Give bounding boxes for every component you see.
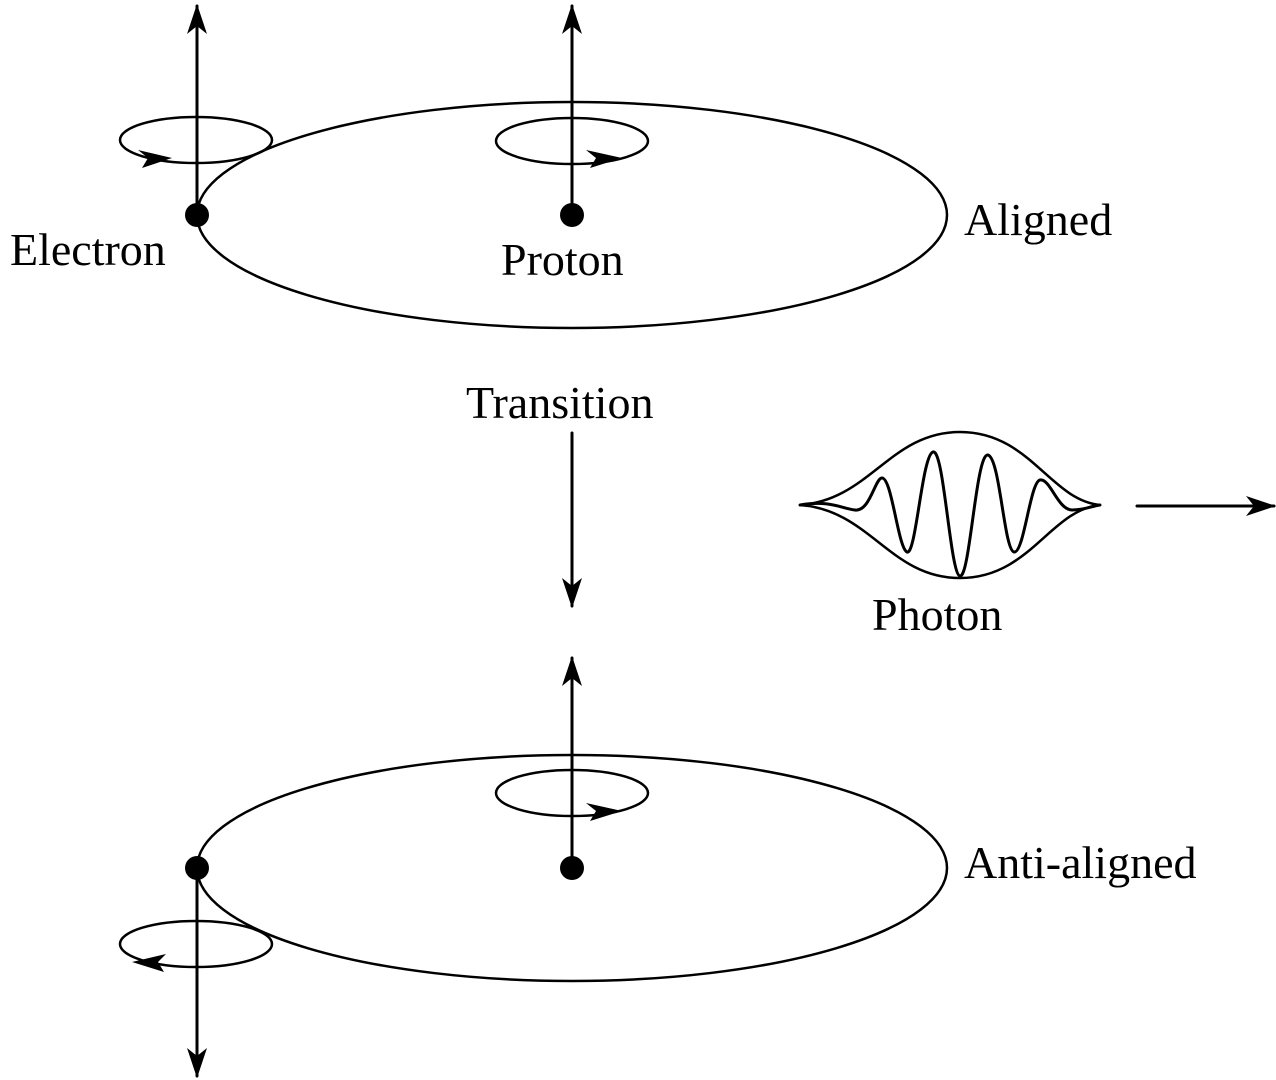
aligned-state: Electron Proton Aligned [10,4,1112,330]
proton-dot-bottom [560,856,584,880]
photon-envelope-lower [799,503,1101,580]
photon-group: Photon [798,430,1276,640]
transition-group: Transition [466,377,653,608]
proton-label: Proton [501,234,624,285]
electron-rotation-arrowhead-bottom [132,954,166,972]
electron-dot [185,203,209,227]
electron-rotation-loop [118,115,274,165]
transition-label: Transition [466,377,653,428]
proton-rotation-loop [494,116,650,166]
photon-envelope-upper [799,430,1101,507]
photon-label: Photon [872,589,1002,640]
anti-aligned-state: Anti-aligned [118,656,1197,1078]
anti-aligned-label: Anti-aligned [964,837,1197,888]
proton-rotation-arrowhead-bottom [586,803,622,821]
electron-dot-bottom [185,856,209,880]
proton-rotation-arrowhead [586,150,622,168]
proton-dot [560,203,584,227]
aligned-label: Aligned [964,194,1112,245]
electron-rotation-loop-bottom [118,919,274,969]
photon-wave [798,450,1102,578]
electron-label: Electron [10,224,166,275]
electron-rotation-arrowhead [138,150,172,168]
proton-rotation-loop-bottom [494,768,650,818]
